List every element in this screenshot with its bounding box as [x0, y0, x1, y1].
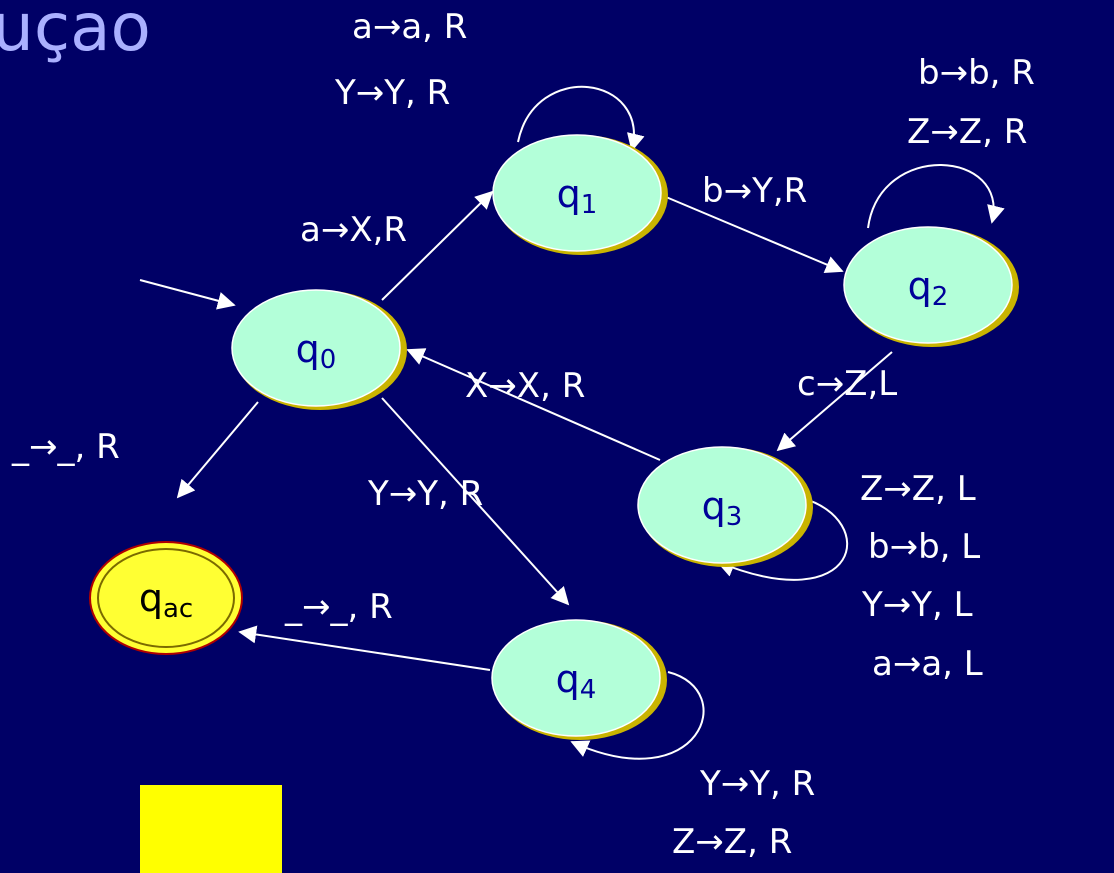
- slide-title-fragment: uçao: [0, 0, 151, 66]
- state-q4: q4: [491, 619, 667, 740]
- state-q0: q0: [231, 289, 407, 410]
- loop-q3: [716, 497, 849, 581]
- state-q2: q2: [843, 226, 1019, 347]
- start-arrow: [139, 279, 236, 310]
- label-q1-loop-2: Y→Y, R: [334, 73, 450, 113]
- loop-q1: [517, 85, 645, 152]
- edge-q0-q4: [381, 397, 570, 606]
- label-q0-qac: _→_, R: [11, 427, 120, 467]
- label-q2-loop-2: Z→Z, R: [907, 112, 1027, 152]
- label-q4-qac: _→_, R: [284, 587, 393, 627]
- label-q3-loop-4: a→a, L: [872, 644, 983, 684]
- label-q2-loop-1: b→b, R: [918, 53, 1035, 93]
- state-qac: qac: [89, 541, 243, 655]
- label-q3-loop-3: Y→Y, L: [861, 585, 973, 625]
- label-q0-q4: Y→Y, R: [367, 474, 483, 514]
- label-q0-q1: a→X,R: [300, 210, 407, 250]
- edge-q3-q0: [406, 348, 661, 461]
- state-q2-label: q2: [908, 264, 949, 312]
- state-q4-label: q4: [556, 657, 597, 705]
- label-q1-q2: b→Y,R: [702, 171, 807, 211]
- label-q4-loop-2: Z→Z, R: [672, 822, 792, 862]
- edge-q0-qac: [176, 401, 259, 499]
- state-q1: q1: [492, 134, 668, 255]
- state-q3-label: q3: [702, 484, 743, 532]
- label-q2-q3: c→Z,L: [797, 364, 897, 404]
- edge-q1-q2: [665, 196, 844, 274]
- state-q1-label: q1: [557, 172, 598, 220]
- label-q3-loop-2: b→b, L: [868, 527, 980, 567]
- loop-q2: [867, 164, 1005, 229]
- edge-q2-q3: [776, 351, 893, 452]
- state-q0-label: q0: [296, 327, 337, 375]
- state-q3: q3: [637, 446, 813, 567]
- state-qac-label: qac: [139, 576, 193, 624]
- label-q3-loop-1: Z→Z, L: [860, 469, 976, 509]
- label-q1-loop-1: a→a, R: [352, 7, 467, 47]
- label-q4-loop-1: Y→Y, R: [699, 764, 815, 804]
- yellow-legend-square: [140, 785, 282, 873]
- loop-q4: [570, 671, 705, 760]
- edge-q4-qac: [238, 625, 491, 671]
- label-q3-q0: X→X, R: [465, 366, 585, 406]
- edge-q0-q1: [381, 190, 494, 301]
